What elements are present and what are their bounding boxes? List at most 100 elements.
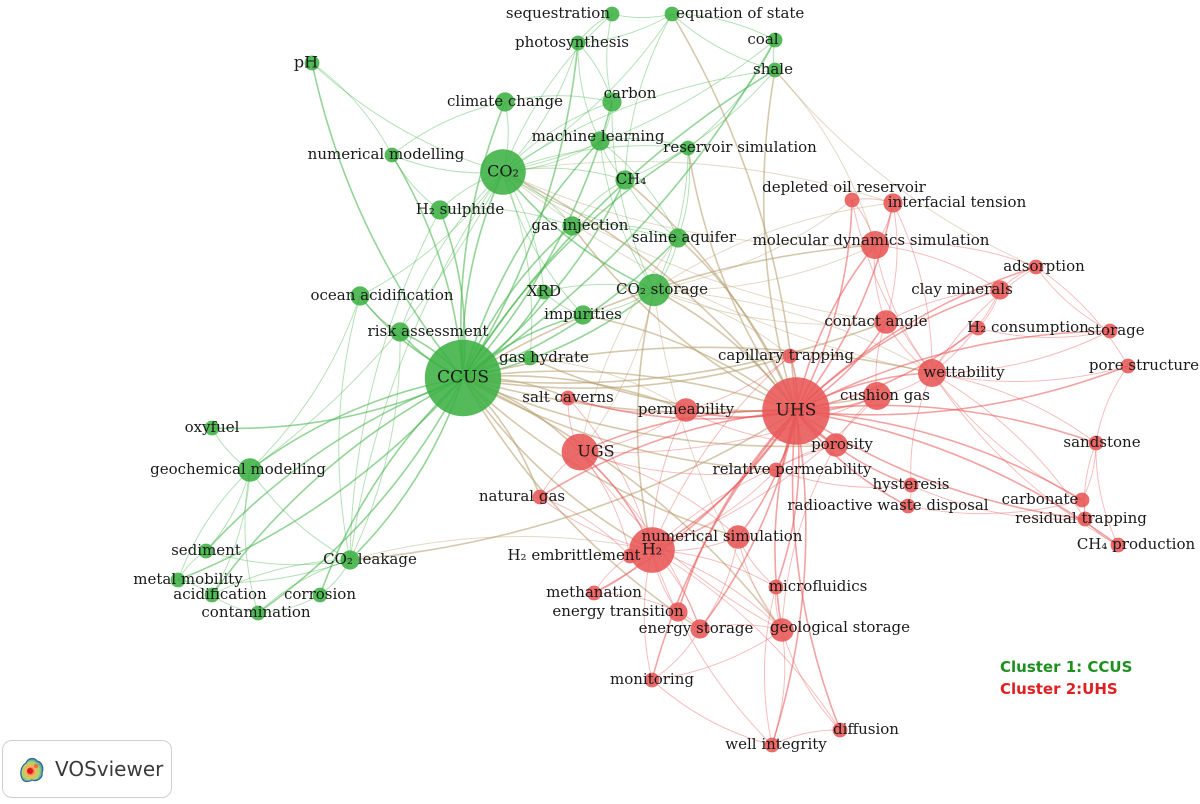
node-label-contact[interactable]: contact angle [824,312,927,330]
node-storage[interactable] [1102,323,1118,339]
node-label-carbon[interactable]: carbon [604,84,657,102]
node-label-co2leak[interactable]: CO₂ leakage [323,550,417,568]
node-carbonate[interactable] [1074,492,1090,508]
node-label-geochem[interactable]: geochemical modelling [150,460,326,478]
node-label-risk[interactable]: risk assessment [368,322,489,340]
node-label-relperm[interactable]: relative permeability [713,460,872,478]
node-ch4prod[interactable] [1110,537,1126,553]
node-carbon[interactable] [602,92,622,112]
node-label-adsorp[interactable]: adsorption [1003,257,1085,275]
node-label-h2cons[interactable]: H₂ consumption [967,318,1089,336]
node-label-ugs[interactable]: UGS [577,442,614,461]
node-label-sequestration[interactable]: sequestration [506,4,610,22]
node-enstor[interactable] [690,619,710,639]
node-co2[interactable] [480,149,526,195]
node-gasinj[interactable] [562,216,582,236]
node-label-capill[interactable]: capillary trapping [718,346,854,364]
node-relperm[interactable] [768,462,784,478]
node-radio[interactable] [900,498,916,514]
node-label-ml[interactable]: machine learning [532,127,665,145]
node-label-numod[interactable]: numerical modelling [308,145,465,163]
node-label-shale[interactable]: shale [753,60,793,78]
node-label-eos[interactable]: equation of state [676,4,804,22]
node-h2cons[interactable] [970,320,986,336]
node-label-uhs[interactable]: UHS [776,401,817,421]
node-h2s[interactable] [430,200,450,220]
node-gashyd[interactable] [522,350,538,366]
node-oxyfuel[interactable] [204,420,220,436]
node-label-sandst[interactable]: sandstone [1063,433,1140,451]
node-label-ch4prod[interactable]: CH₄ production [1077,535,1196,553]
node-label-numsim[interactable]: numerical simulation [642,527,803,545]
node-label-porestr[interactable]: pore structure [1089,356,1199,374]
node-label-microfl[interactable]: microfluidics [769,577,868,595]
node-co2leak[interactable] [340,550,360,570]
node-coal[interactable] [767,32,783,48]
node-label-oxyfuel[interactable]: oxyfuel [185,418,240,436]
node-label-co2stor[interactable]: CO₂ storage [616,280,708,298]
node-photosynthesis[interactable] [570,35,586,51]
node-corrosion[interactable] [312,587,328,603]
node-label-impur[interactable]: impurities [544,305,622,323]
node-label-gashyd[interactable]: gas hydrate [499,348,589,366]
node-label-metal[interactable]: metal mobility [133,570,243,588]
node-label-carbonate[interactable]: carbonate [1002,490,1079,508]
node-mds[interactable] [861,231,889,259]
node-climate[interactable] [495,92,515,112]
node-label-ressim[interactable]: reservoir simulation [663,138,817,156]
node-label-saltcav[interactable]: salt caverns [522,388,613,406]
node-label-saline[interactable]: saline aquifer [632,228,737,246]
node-contam[interactable] [250,605,266,621]
node-clay[interactable] [990,280,1010,300]
node-monit[interactable] [644,672,660,688]
node-label-storage[interactable]: storage [1087,321,1144,339]
node-co2stor[interactable] [637,273,671,307]
node-label-residual[interactable]: residual trapping [1015,509,1147,527]
node-label-sediment[interactable]: sediment [171,541,241,559]
node-ressim[interactable] [680,140,696,156]
node-label-climate[interactable]: climate change [447,92,563,110]
node-label-monit[interactable]: monitoring [610,670,694,688]
node-label-mds[interactable]: molecular dynamics simulation [753,231,990,249]
node-depoil[interactable] [844,192,860,208]
node-label-porosity[interactable]: porosity [811,435,873,453]
node-residual[interactable] [1077,511,1093,527]
node-label-ift[interactable]: interfacial tension [888,193,1027,211]
node-label-h2emb[interactable]: H₂ embrittlement [507,546,640,564]
node-ph[interactable] [304,55,320,71]
node-saline[interactable] [668,228,688,248]
node-sandst[interactable] [1088,435,1104,451]
node-label-oceanacid[interactable]: ocean acidification [310,286,453,304]
node-eos[interactable] [664,6,680,22]
node-porosity[interactable] [824,433,848,457]
node-microfl[interactable] [768,579,784,595]
node-label-xrd[interactable]: XRD [527,282,561,300]
node-label-methan[interactable]: methanation [546,583,642,601]
node-acidif[interactable] [204,587,220,603]
node-entrans[interactable] [668,602,688,622]
node-ccus[interactable] [424,339,502,417]
node-label-geostor[interactable]: geological storage [770,618,910,636]
node-cushion[interactable] [863,382,891,410]
node-label-ph[interactable]: pH [294,53,318,72]
node-ugs[interactable] [561,433,599,471]
node-label-ccus[interactable]: CCUS [437,368,489,388]
node-label-cushion[interactable]: cushion gas [840,386,930,404]
node-h2[interactable] [629,527,675,573]
node-uhs[interactable] [762,377,830,445]
node-label-gasinj[interactable]: gas injection [532,216,629,234]
node-natgas[interactable] [532,489,548,505]
node-sequestration[interactable] [604,6,620,22]
node-label-corrosion[interactable]: corrosion [284,585,356,603]
vosviewer-badge[interactable]: VOSviewer [2,740,172,798]
node-impur[interactable] [573,305,593,325]
node-label-enstor[interactable]: energy storage [639,619,754,637]
node-label-diffus[interactable]: diffusion [833,720,899,738]
node-ml[interactable] [590,131,610,151]
node-label-entrans[interactable]: energy transition [552,602,684,620]
node-label-acidif[interactable]: acidification [173,585,267,603]
node-xrd[interactable] [536,284,552,300]
node-label-h2s[interactable]: H₂ sulphide [416,200,505,218]
node-numsim[interactable] [726,525,750,549]
